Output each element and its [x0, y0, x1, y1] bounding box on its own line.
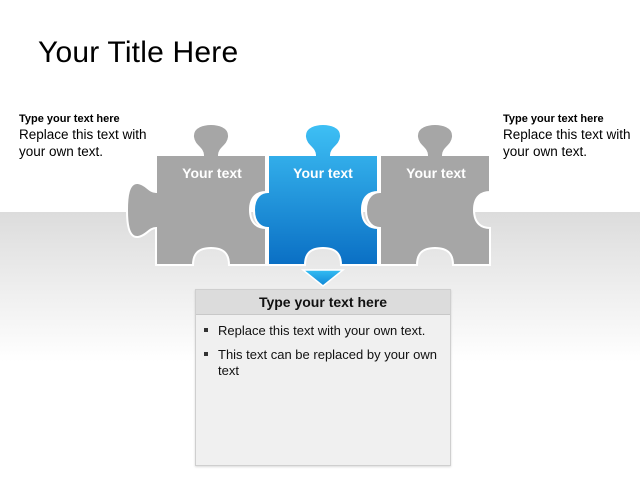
bullet-square-icon [204, 328, 208, 332]
puzzle-piece-right[interactable] [364, 122, 491, 266]
slide-title[interactable]: Your Title Here [38, 36, 239, 69]
bullet-text: This text can be replaced by your own te… [218, 347, 437, 378]
puzzle-piece-center-label: Your text [293, 165, 353, 181]
puzzle-diagram [125, 122, 491, 287]
puzzle-piece-right-label: Your text [406, 165, 466, 181]
bullet-square-icon [204, 352, 208, 356]
detail-box-heading: Type your text here [196, 290, 450, 315]
puzzle-piece-center[interactable] [252, 122, 379, 266]
bullet-item: This text can be replaced by your own te… [204, 347, 440, 379]
puzzle-piece-left-label: Your text [182, 165, 242, 181]
left-note-heading: Type your text here [19, 113, 120, 125]
down-arrow-icon [300, 269, 346, 287]
left-note[interactable]: Type your text here Replace this text wi… [19, 113, 159, 160]
puzzle-piece-left[interactable] [125, 122, 267, 266]
right-note[interactable]: Type your text here Replace this text wi… [503, 113, 640, 160]
right-note-body: Replace this text with your own text. [503, 127, 631, 159]
left-note-body: Replace this text with your own text. [19, 127, 147, 159]
detail-bullet-list: Replace this text with your own text. Th… [196, 315, 450, 379]
detail-box[interactable]: Type your text here Replace this text wi… [195, 289, 451, 466]
right-note-heading: Type your text here [503, 113, 604, 125]
bullet-item: Replace this text with your own text. [204, 323, 440, 339]
bullet-text: Replace this text with your own text. [218, 323, 426, 338]
